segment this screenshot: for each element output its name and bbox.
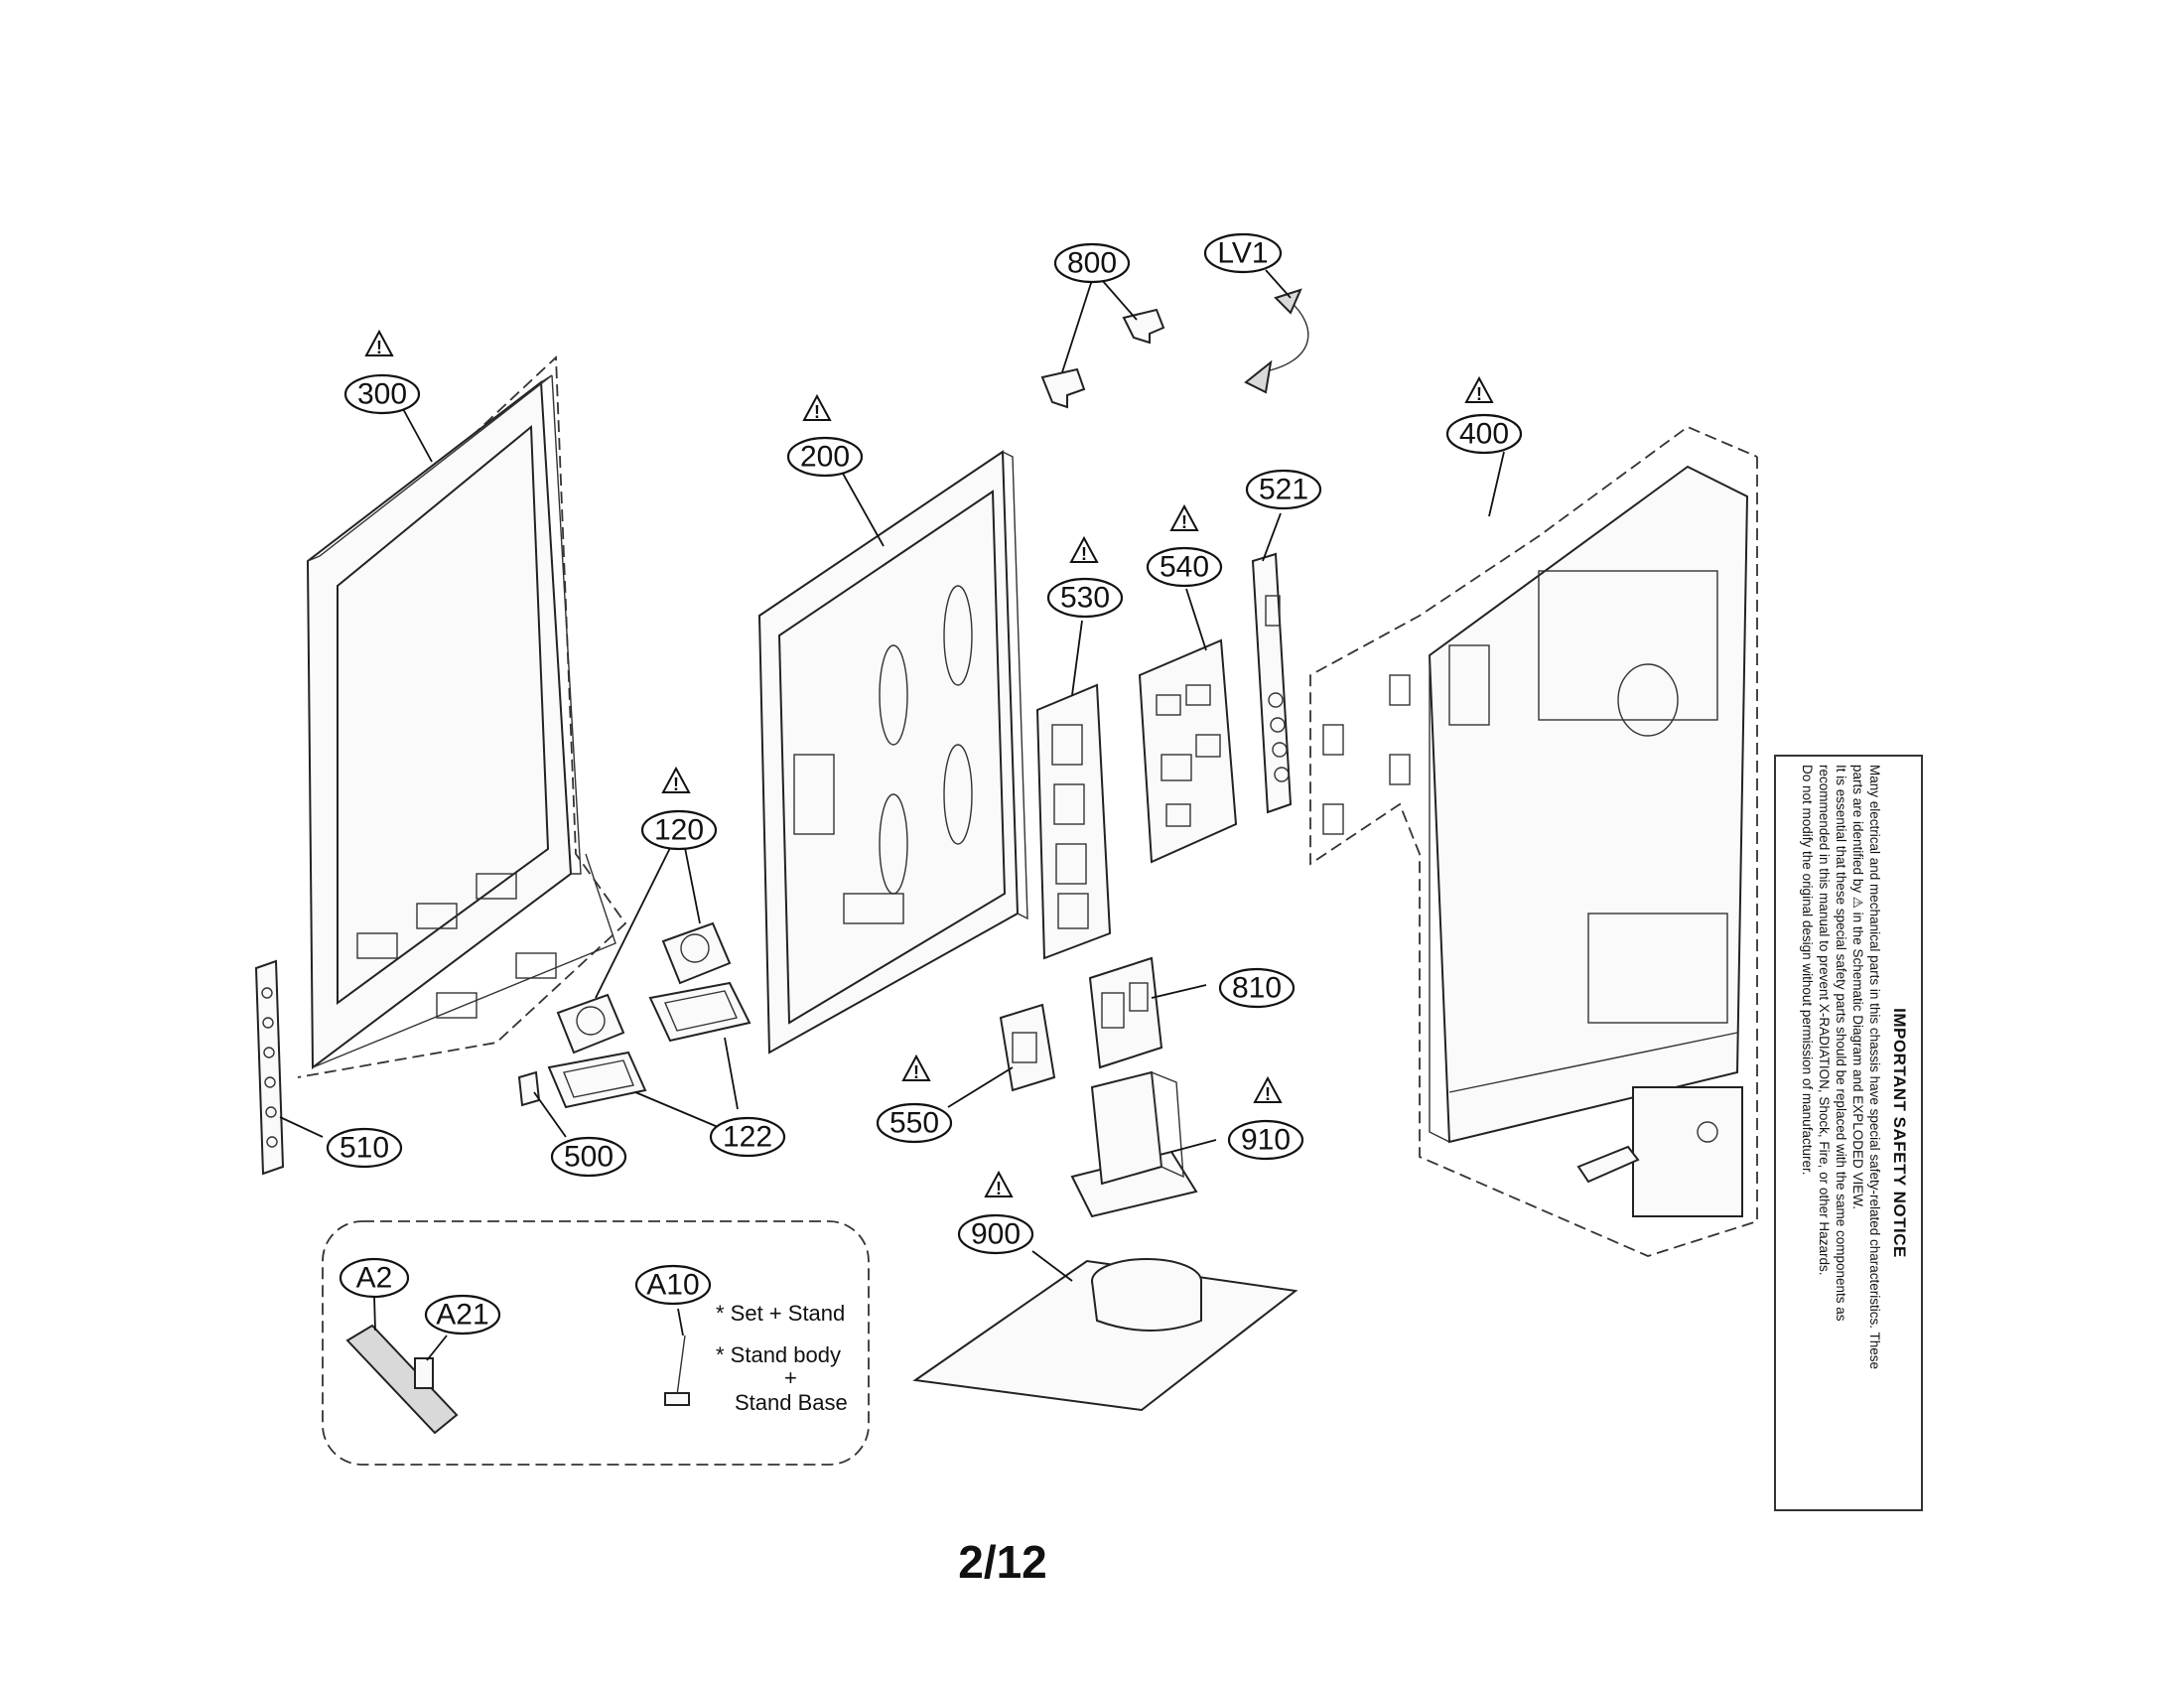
callout-a2: A2 bbox=[339, 1257, 410, 1299]
callout-530: 530 bbox=[1046, 577, 1124, 619]
svg-text:122: 122 bbox=[723, 1121, 772, 1154]
stand-legend-line4: Stand Base bbox=[735, 1390, 848, 1415]
callout-550: 550 bbox=[876, 1102, 953, 1144]
svg-text:!: ! bbox=[913, 1062, 919, 1082]
stand-legend-line2: * Stand body bbox=[716, 1342, 841, 1367]
svg-text:A2: A2 bbox=[356, 1262, 393, 1295]
safety-notice-content: IMPORTANT SAFETY NOTICE Many electrical … bbox=[1784, 765, 1913, 1501]
leader-lines bbox=[279, 269, 1505, 1361]
warning-icon: ! bbox=[1069, 535, 1099, 564]
callout-lv1: LV1 bbox=[1203, 232, 1283, 274]
warning-icon: ! bbox=[661, 766, 691, 794]
svg-text:120: 120 bbox=[654, 814, 704, 847]
svg-text:200: 200 bbox=[800, 441, 850, 474]
svg-text:LV1: LV1 bbox=[1217, 237, 1268, 270]
safety-notice-line: parts are identified by ⚠ in the Schemat… bbox=[1850, 765, 1865, 1210]
svg-text:400: 400 bbox=[1459, 418, 1509, 451]
cable-lv1-part bbox=[1244, 288, 1309, 394]
svg-text:A21: A21 bbox=[436, 1299, 488, 1332]
board-550-part bbox=[999, 1003, 1056, 1092]
svg-text:910: 910 bbox=[1241, 1124, 1291, 1157]
callout-910: 910 bbox=[1227, 1119, 1304, 1161]
safety-notice-line: Do not modify the original design withou… bbox=[1800, 765, 1815, 1176]
callout-810: 810 bbox=[1218, 967, 1296, 1009]
chassis-frame-part bbox=[757, 450, 1028, 1055]
warning-icon: ! bbox=[901, 1054, 931, 1082]
safety-notice-line: It is essential that these special safet… bbox=[1834, 765, 1848, 1322]
warning-icon: ! bbox=[364, 329, 394, 357]
callout-900: 900 bbox=[957, 1213, 1034, 1255]
speaker-120-part bbox=[556, 921, 732, 1055]
svg-text:530: 530 bbox=[1060, 582, 1110, 615]
callout-200: 200 bbox=[786, 436, 864, 478]
svg-text:900: 900 bbox=[971, 1218, 1021, 1251]
svg-text:810: 810 bbox=[1232, 972, 1282, 1005]
warning-icon: ! bbox=[1253, 1075, 1283, 1104]
svg-text:!: ! bbox=[1181, 512, 1187, 532]
callout-400: 400 bbox=[1445, 413, 1523, 455]
bracket-810-part bbox=[1088, 956, 1163, 1069]
warning-icon: ! bbox=[1464, 375, 1494, 404]
safety-notice-line: recommended in this manual to prevent X-… bbox=[1817, 765, 1832, 1276]
svg-text:!: ! bbox=[1081, 544, 1087, 564]
stand-cover-a21-part bbox=[414, 1357, 434, 1389]
svg-text:!: ! bbox=[996, 1179, 1002, 1198]
svg-text:!: ! bbox=[1265, 1084, 1271, 1104]
callout-510: 510 bbox=[326, 1127, 403, 1169]
safety-notice-line: Many electrical and mechanical parts in … bbox=[1867, 765, 1882, 1370]
svg-text:540: 540 bbox=[1160, 551, 1209, 584]
callout-a10: A10 bbox=[634, 1264, 712, 1306]
callout-122: 122 bbox=[709, 1116, 786, 1158]
warning-icon: ! bbox=[1169, 503, 1199, 532]
callout-500: 500 bbox=[550, 1136, 627, 1178]
stand-body-910-part bbox=[1070, 1070, 1198, 1218]
safety-notice-box: IMPORTANT SAFETY NOTICE Many electrical … bbox=[1774, 755, 1923, 1511]
stand-legend-line1: * Set + Stand bbox=[716, 1301, 845, 1326]
front-bezel-part bbox=[297, 355, 627, 1078]
callout-a21: A21 bbox=[424, 1294, 501, 1336]
svg-text:!: ! bbox=[376, 338, 382, 357]
side-key-510-part bbox=[254, 959, 285, 1176]
bracket-800-part bbox=[1040, 308, 1165, 409]
screw-a10-part bbox=[664, 1335, 690, 1406]
stand-base-900-part bbox=[912, 1258, 1298, 1412]
svg-text:!: ! bbox=[814, 402, 820, 422]
power-board-530-part bbox=[1035, 683, 1112, 960]
callout-800: 800 bbox=[1053, 242, 1131, 284]
clip-500-part bbox=[517, 1070, 541, 1107]
stand-kit-box: * Set + Stand * Stand body + Stand Base bbox=[322, 1220, 870, 1466]
speaker-gasket-122-part bbox=[547, 981, 751, 1109]
callout-300: 300 bbox=[343, 373, 421, 415]
svg-text:!: ! bbox=[1476, 384, 1482, 404]
svg-text:A10: A10 bbox=[646, 1269, 699, 1302]
callout-540: 540 bbox=[1146, 546, 1223, 588]
callout-120: 120 bbox=[640, 809, 718, 851]
svg-text:800: 800 bbox=[1067, 247, 1117, 280]
main-board-540-part bbox=[1138, 638, 1238, 864]
svg-text:500: 500 bbox=[564, 1141, 614, 1174]
page-number: 2/12 bbox=[958, 1536, 1047, 1588]
svg-text:!: ! bbox=[673, 774, 679, 794]
svg-text:550: 550 bbox=[889, 1107, 939, 1140]
back-cover-part bbox=[1309, 425, 1758, 1257]
warning-icon: ! bbox=[984, 1170, 1014, 1198]
callout-labels: 300 200 800 LV1 400 521 540 530 120 122 bbox=[326, 232, 1523, 1336]
svg-text:510: 510 bbox=[340, 1132, 389, 1165]
safety-notice-title: IMPORTANT SAFETY NOTICE bbox=[1890, 1008, 1909, 1258]
connector-plate-521-part bbox=[1251, 552, 1293, 814]
callout-521: 521 bbox=[1245, 469, 1322, 510]
svg-text:300: 300 bbox=[357, 378, 407, 411]
svg-text:521: 521 bbox=[1259, 474, 1308, 506]
stand-cover-a2-part bbox=[345, 1324, 459, 1435]
warning-icons: ! ! ! ! ! ! ! ! ! bbox=[364, 329, 1494, 1198]
stand-legend-line3: + bbox=[784, 1365, 797, 1390]
warning-icon: ! bbox=[802, 393, 832, 422]
